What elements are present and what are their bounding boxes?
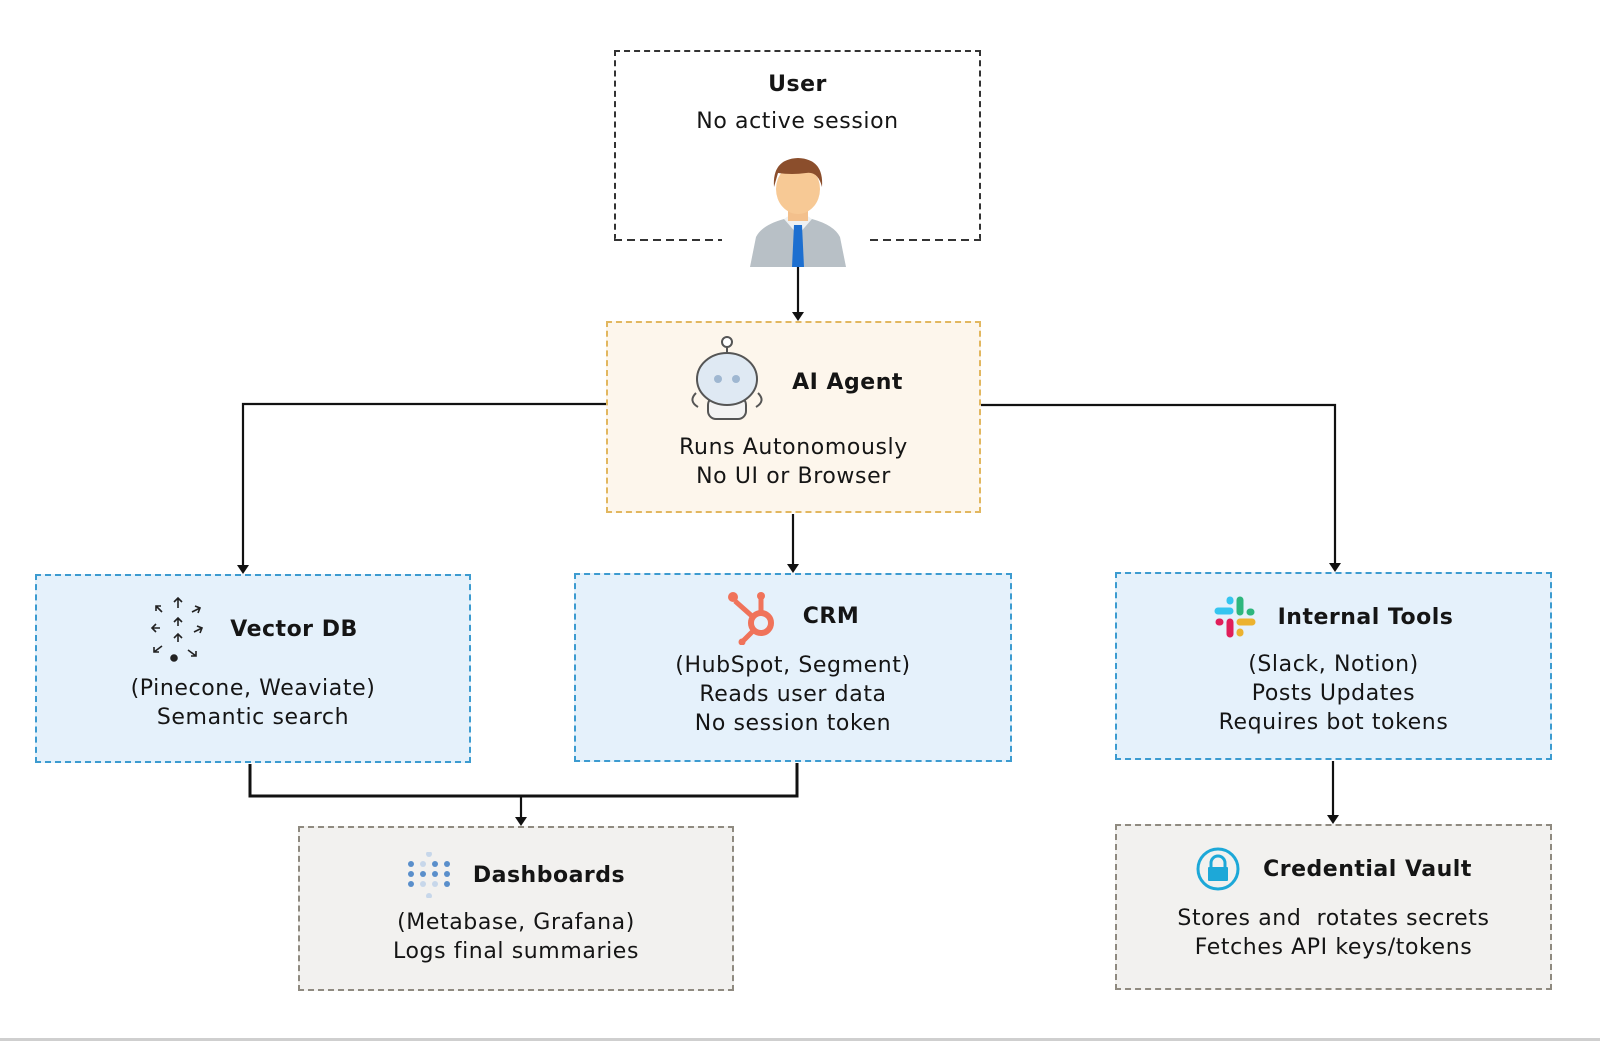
arrowhead — [515, 817, 527, 826]
bottom-divider — [0, 1038, 1600, 1041]
node-line: No session token — [694, 711, 892, 736]
node-line: (Metabase, Grafana) — [397, 910, 635, 935]
arrowhead — [1329, 563, 1341, 572]
arrowhead — [1327, 815, 1339, 824]
edge-vector-crm-merge — [248, 763, 799, 798]
edge-agent-tools — [981, 403, 1337, 563]
node-vector-db: Vector DB (Pinecone, Weaviate) Semantic … — [35, 574, 471, 763]
node-line: No active session — [696, 109, 899, 134]
arrowhead — [237, 565, 249, 574]
node-title: Credential Vault — [1263, 856, 1472, 882]
node-title: Internal Tools — [1277, 604, 1454, 630]
hubspot-icon — [727, 592, 774, 645]
node-agent: AI Agent Runs Autonomously No UI or Brow… — [606, 321, 981, 513]
node-title: Vector DB — [230, 616, 358, 642]
node-line: (Slack, Notion) — [1248, 652, 1419, 677]
node-line: Semantic search — [156, 705, 350, 730]
arrowhead — [792, 312, 804, 321]
node-line: Requires bot tokens — [1218, 710, 1449, 735]
node-internal-tools: Internal Tools (Slack, Notion) Posts Upd… — [1115, 572, 1552, 760]
edge-agent-vector — [241, 402, 606, 565]
node-crm: CRM (HubSpot, Segment) Reads user data N… — [574, 573, 1012, 762]
lock-icon — [1196, 847, 1240, 891]
node-line: Stores and rotates secrets — [1177, 906, 1490, 931]
node-credential-vault: Credential Vault Stores and rotates secr… — [1115, 824, 1552, 990]
node-line: Logs final summaries — [392, 939, 640, 964]
metabase-icon — [407, 852, 450, 898]
node-line: Runs Autonomously — [679, 435, 908, 460]
node-line: No UI or Browser — [696, 464, 891, 489]
arrowhead — [787, 564, 799, 573]
user-avatar-icon — [750, 158, 846, 267]
node-line: (HubSpot, Segment) — [675, 653, 911, 678]
slack-icon — [1214, 596, 1256, 638]
node-dashboards: Dashboards (Metabase, Grafana) Logs fina… — [298, 826, 734, 991]
node-title: CRM — [802, 603, 860, 629]
node-line: Posts Updates — [1251, 681, 1416, 706]
node-title: Dashboards — [472, 862, 626, 888]
node-title: AI Agent — [792, 369, 903, 395]
vector-arrows-icon — [151, 596, 204, 662]
robot-icon — [691, 336, 763, 420]
node-title: User — [768, 72, 827, 97]
node-line: (Pinecone, Weaviate) — [130, 676, 376, 701]
user-box-bottom-border — [614, 239, 981, 241]
node-line: Fetches API keys/tokens — [1194, 935, 1473, 960]
node-line: Reads user data — [699, 682, 887, 707]
